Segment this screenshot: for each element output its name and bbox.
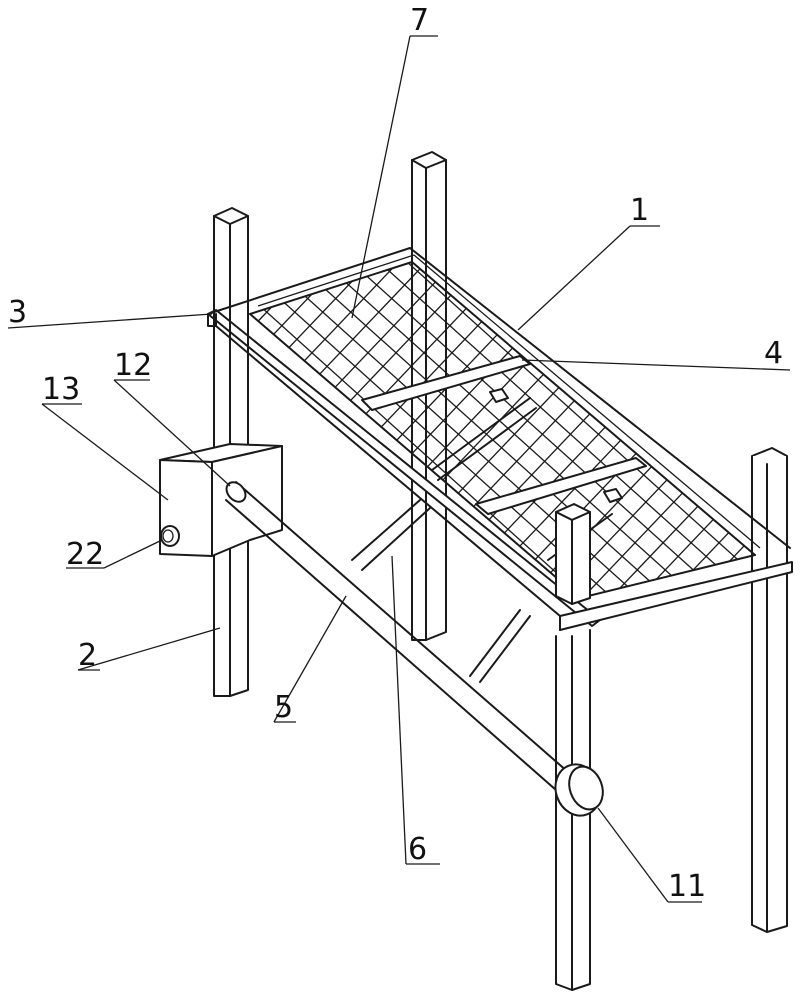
- mesh-wire: [250, 262, 755, 598]
- cross-bar-lower: [475, 457, 647, 515]
- mesh-wire: [250, 262, 755, 598]
- mesh-wire: [0, 0, 116, 840]
- mesh-wire: [0, 0, 60, 840]
- mesh-wire: [250, 262, 453, 598]
- mesh-wire: [0, 0, 200, 840]
- mesh-wire: [250, 262, 755, 598]
- callout-4: 4: [764, 336, 783, 371]
- mesh-wire: [0, 0, 88, 840]
- callout-12: 12: [114, 348, 152, 383]
- mesh-wire: [0, 0, 176, 810]
- mesh-wire: [351, 262, 755, 598]
- mesh-screen: [0, 0, 804, 840]
- mesh-wire: [407, 262, 755, 598]
- mesh-wire: [0, 0, 144, 840]
- mesh-wire: [0, 0, 36, 810]
- mesh-wire: [250, 262, 755, 598]
- top-frame: [207, 247, 793, 631]
- mesh-wire: [250, 262, 257, 598]
- mesh-wire: [250, 262, 593, 598]
- mesh-wire: [255, 262, 755, 598]
- mesh-wire: [323, 262, 755, 598]
- callout-11: 11: [668, 869, 706, 904]
- mesh-wire: [0, 0, 172, 840]
- knob-22: [160, 525, 180, 547]
- mesh-wire: [435, 262, 755, 598]
- mesh-wire: [0, 0, 232, 810]
- callout-1: 1: [630, 193, 649, 228]
- shaft-coupling-12: [225, 481, 247, 503]
- mesh-wire: [250, 262, 755, 598]
- callout-7: 7: [410, 3, 429, 38]
- mesh-wire: [250, 262, 755, 598]
- rear-right-leg: [751, 447, 788, 933]
- callout-2: 2: [78, 638, 97, 673]
- mesh-wire: [250, 262, 755, 598]
- mesh-wire: [367, 262, 755, 598]
- mesh-wire: [250, 262, 397, 598]
- mesh-wire: [395, 262, 755, 598]
- callouts: 7 1 3 4 12 13 22 2 5 6: [7, 3, 791, 904]
- motor-11: [554, 763, 604, 817]
- mesh-wire: [250, 262, 537, 598]
- mesh-wire: [250, 262, 597, 598]
- mesh-wire: [250, 262, 755, 598]
- mesh-wire: [250, 262, 755, 598]
- mesh-wire: [250, 262, 285, 598]
- mesh-wire: [788, 0, 804, 810]
- mesh-wire: [250, 262, 625, 598]
- mesh-wire: [250, 262, 755, 598]
- rear-left-leg: [411, 151, 447, 641]
- callout-6: 6: [408, 832, 427, 867]
- callout-22: 22: [66, 537, 104, 572]
- callout-3: 3: [8, 295, 27, 330]
- mesh-wire: [250, 262, 755, 598]
- mesh-wire: [250, 262, 733, 598]
- mesh-wire: [250, 262, 755, 598]
- mesh-wire: [0, 0, 228, 840]
- cross-bar-upper: [361, 355, 531, 411]
- mesh-wire: [250, 262, 755, 598]
- callout-13: 13: [42, 372, 80, 407]
- mesh-wire: [250, 262, 261, 598]
- mesh-wire: [250, 262, 313, 598]
- mesh-wire: [250, 262, 509, 598]
- mesh-wire: [250, 262, 755, 598]
- mesh-wire: [250, 262, 755, 598]
- mesh-wire: [250, 262, 709, 598]
- mesh-wire: [250, 262, 755, 598]
- mesh-wire: [423, 262, 755, 598]
- mesh-wire: [250, 262, 755, 598]
- mesh-wire: [250, 262, 755, 598]
- callout-5: 5: [274, 690, 293, 725]
- mesh-wire: [0, 0, 204, 810]
- mesh-wire: [0, 0, 8, 810]
- mesh-wire: [250, 262, 755, 598]
- mesh-wire: [250, 262, 755, 598]
- mesh-wire: [250, 262, 649, 598]
- rotating-shaft: [225, 481, 569, 791]
- front-right-leg: [555, 503, 591, 991]
- mesh-wire: [250, 262, 755, 598]
- mesh-wire: [283, 262, 755, 598]
- mesh-wire: [250, 262, 481, 598]
- mesh-wire: [250, 262, 755, 598]
- mesh-wire: [250, 262, 369, 598]
- mesh-wire: [0, 0, 4, 840]
- mesh-wire: [0, 0, 32, 840]
- frame-inner-rails: [249, 254, 761, 599]
- mesh-wire: [250, 262, 755, 598]
